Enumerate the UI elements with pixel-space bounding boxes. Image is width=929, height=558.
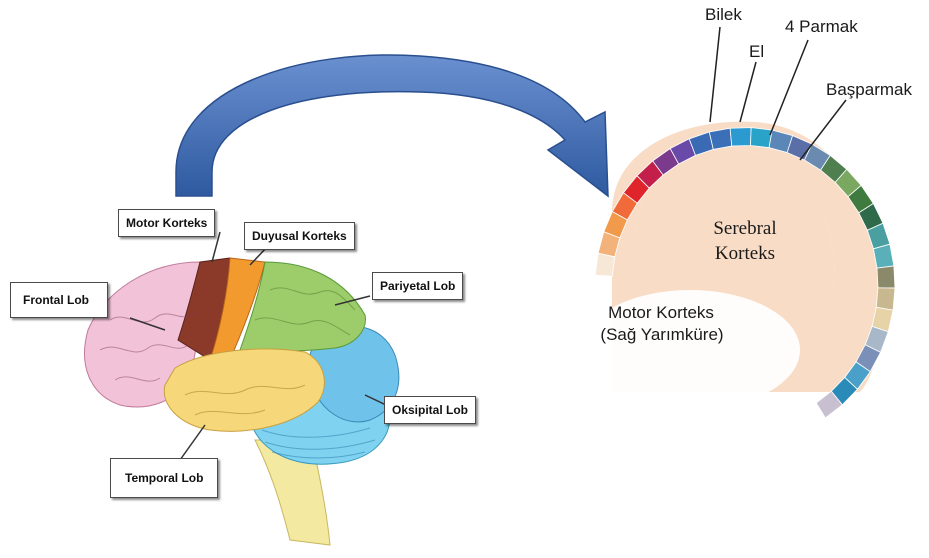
curved-arrow bbox=[176, 55, 608, 196]
cortex-segment bbox=[873, 244, 893, 268]
label-cerebral-cortex-line2: Korteks bbox=[690, 243, 800, 265]
label-motor-cortex: Motor Korteks bbox=[118, 209, 215, 237]
label-occipital-lobe: Oksipital Lob bbox=[384, 396, 476, 424]
label-motor-cortex-right-line2: (Sağ Yarımküre) bbox=[582, 325, 742, 345]
cortex-segment bbox=[709, 128, 731, 149]
cortex-segment bbox=[877, 266, 895, 288]
label-parietal-lobe: Pariyetal Lob bbox=[372, 272, 463, 300]
label-thumb: Başparmak bbox=[826, 80, 912, 100]
label-cerebral-cortex-line1: Serebral bbox=[690, 218, 800, 240]
label-fingers: 4 Parmak bbox=[785, 17, 858, 37]
label-frontal-lobe: Frontal Lob bbox=[10, 282, 108, 318]
label-hand: El bbox=[749, 42, 764, 62]
cortex-segment bbox=[750, 128, 772, 148]
cortex-segment bbox=[730, 128, 751, 146]
cortex-segment bbox=[595, 253, 614, 276]
label-temporal-lobe: Temporal Lob bbox=[110, 458, 218, 498]
label-wrist: Bilek bbox=[705, 5, 742, 25]
label-sensory-cortex: Duyusal Korteks bbox=[244, 222, 355, 250]
cortex-segment bbox=[876, 288, 895, 310]
label-motor-cortex-right-line1: Motor Korteks bbox=[591, 303, 731, 323]
cortex-section bbox=[580, 122, 895, 418]
